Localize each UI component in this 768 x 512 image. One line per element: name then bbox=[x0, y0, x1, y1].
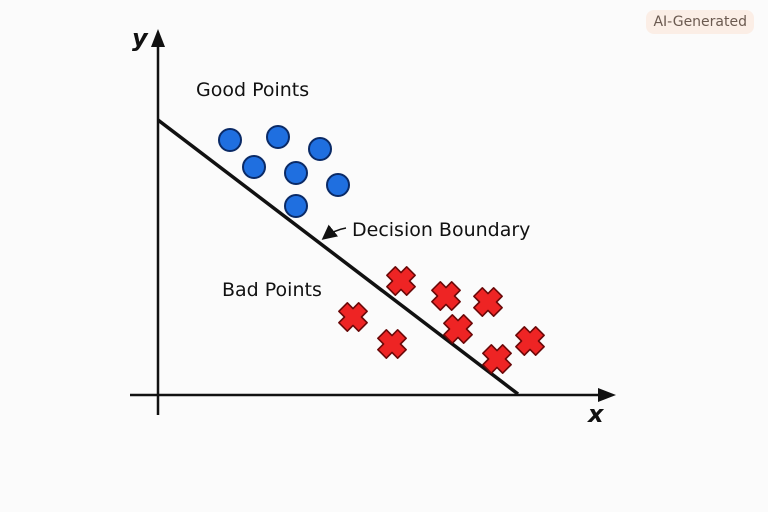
decision-boundary-line bbox=[156, 118, 520, 396]
bad-point bbox=[377, 329, 407, 359]
x-axis-arrowhead bbox=[598, 388, 616, 402]
good-point bbox=[242, 155, 266, 179]
good-point bbox=[326, 173, 350, 197]
bad-point bbox=[386, 266, 416, 296]
decision-boundary-label: Decision Boundary bbox=[352, 219, 530, 241]
x-axis-label: x bbox=[587, 400, 605, 428]
bad-point bbox=[482, 344, 512, 374]
good-point bbox=[308, 137, 332, 161]
bad-point bbox=[338, 302, 368, 332]
y-axis-arrowhead bbox=[151, 29, 165, 47]
boundary-pointer-arrow bbox=[321, 224, 347, 240]
bad-point bbox=[431, 281, 461, 311]
good-points-group bbox=[218, 125, 350, 218]
good-point bbox=[284, 194, 308, 218]
bad-point bbox=[473, 287, 503, 317]
y-axis-label: y bbox=[132, 24, 149, 52]
good-point bbox=[266, 125, 290, 149]
good-point bbox=[284, 161, 308, 185]
bad-points-label: Bad Points bbox=[222, 279, 322, 301]
ai-generated-badge: AI-Generated bbox=[646, 10, 754, 34]
bad-points-group bbox=[338, 266, 545, 374]
good-points-label: Good Points bbox=[196, 79, 309, 101]
good-point bbox=[218, 128, 242, 152]
bad-point bbox=[515, 326, 545, 356]
bad-point bbox=[443, 314, 473, 344]
